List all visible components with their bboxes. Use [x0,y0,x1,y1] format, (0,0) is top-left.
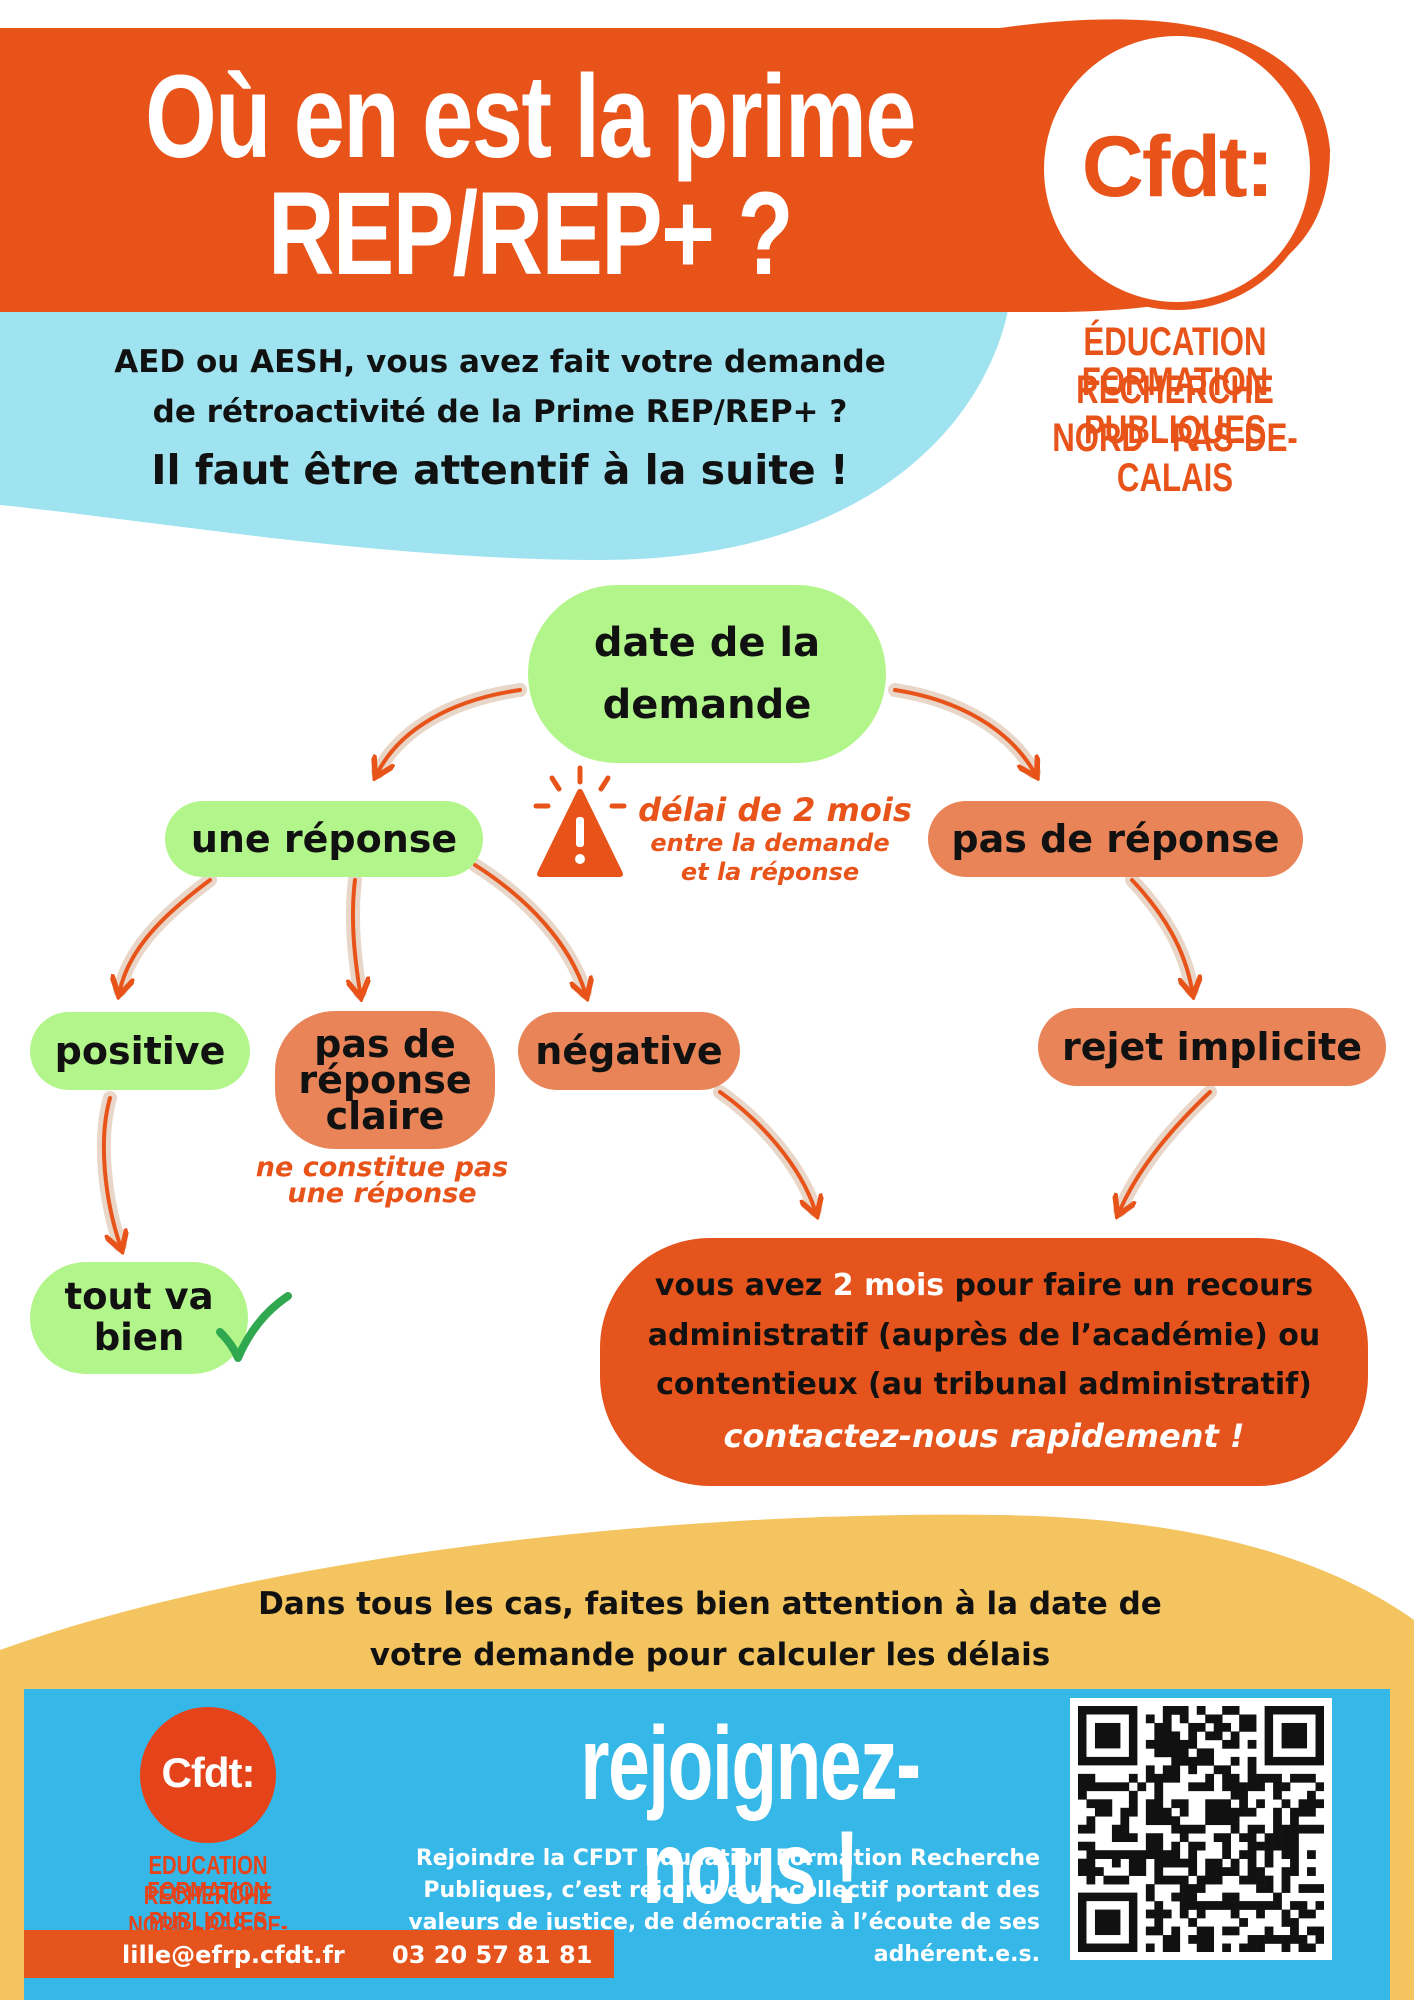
intro-blue-wave [0,300,1010,560]
recourse-highlight: 2 mois [832,1268,945,1304]
footer-cfdt-logo-text: Cfdt: [161,1749,256,1796]
warning-icon [533,765,627,877]
delay-label: délai de 2 mois [638,791,912,829]
arrow-negative-to-recourse [718,1090,815,1210]
node-no-response: pas de réponse [928,801,1303,877]
arrow-rejection-to-recourse [1120,1090,1212,1210]
page-title-line2: REP/REP+ ? [267,168,794,300]
recourse-line2: administratif (auprès de l’académie) ou [647,1317,1321,1353]
contact-phone[interactable]: 03 20 57 81 81 [392,1941,593,1969]
cfdt-logo-text: Cfdt: [1081,119,1275,215]
join-title: rejoignez-nous ! [580,1706,921,1926]
arrow-date-to-no-response [893,688,1034,772]
recourse-line1-start: vous avez [654,1268,833,1304]
org-name-line3: NORD - PAS-DE-CALAIS [1052,416,1298,500]
intro-text-line1: AED ou AESH, vous avez fait votre demand… [114,344,886,380]
footer-org-line1: EDUCATION FORMATION [147,1850,269,1906]
bottom-note-line1: Dans tous les cas, faites bien attention… [258,1586,1162,1622]
contact-bar [24,1930,614,1978]
page-title-line1: Où en est la prime [145,51,916,183]
org-name-line2: RECHERCHE PUBLIQUES [1076,368,1274,452]
bottom-note-line2: votre demande pour calculer les délais [369,1637,1051,1673]
arrow-response-to-unclear [353,878,360,992]
node-negative: négative [518,1012,740,1090]
join-text-line1: Rejoindre la CFDT Education Formation Re… [415,1846,1040,1871]
node-all-good: tout va bien [30,1262,248,1374]
recourse-cta: contactez-nous rapidement ! [723,1416,1245,1455]
recourse-line1-end: pour faire un recours [944,1268,1314,1304]
qr-code-icon[interactable] [1078,1706,1324,1952]
recourse-line3: contentieux (au tribunal administratif) [656,1367,1312,1403]
intro-headline: Il faut être attentif à la suite ! [151,446,849,494]
node-implicit-rejection: rejet implicite [1038,1008,1386,1086]
node-positive: positive [30,1012,250,1090]
node-response: une réponse [165,801,483,877]
node-recourse: vous avez 2 mois pour faire un recours a… [600,1238,1368,1486]
delay-sub-line2: et la réponse [680,858,860,886]
arrow-response-to-positive [120,878,212,990]
arrow-positive-to-all-good [101,1096,120,1245]
recourse-line1: vous avez 2 mois pour faire un recours [655,1261,1313,1311]
header-orange-band [0,19,1330,313]
contact-email[interactable]: lille@efrp.cfdt.fr [122,1941,345,1969]
node-unclear-response: pas de réponse claire [275,1011,495,1149]
join-text-line2: Publiques, c’est rejoindre un collectif … [423,1878,1040,1903]
delay-sub-line1: entre la demande [650,829,890,857]
intro-text-line2: de rétroactivité de la Prime REP/REP+ ? [152,394,848,430]
footer-org-line2: RECHERCHE PUBLIQUES [143,1880,273,1936]
arrow-no-response-to-rejection [1130,878,1192,990]
node-request-date: date de la demande [528,585,886,763]
cfdt-logo [1036,28,1318,310]
checkmark-icon [216,1292,292,1362]
join-text-line3: valeurs de justice, de démocratie à l’éc… [408,1910,1040,1935]
unclear-note-line2: une réponse [287,1178,477,1209]
footer-cfdt-logo [140,1707,276,1843]
arrow-response-to-negative [473,863,585,992]
unclear-note-line1: ne constitue pas [255,1152,509,1183]
join-text-line4: adhérent.e.s. [873,1942,1040,1967]
arrow-date-to-response [378,688,522,772]
org-name-line1: ÉDUCATION FORMATION [1081,320,1269,404]
